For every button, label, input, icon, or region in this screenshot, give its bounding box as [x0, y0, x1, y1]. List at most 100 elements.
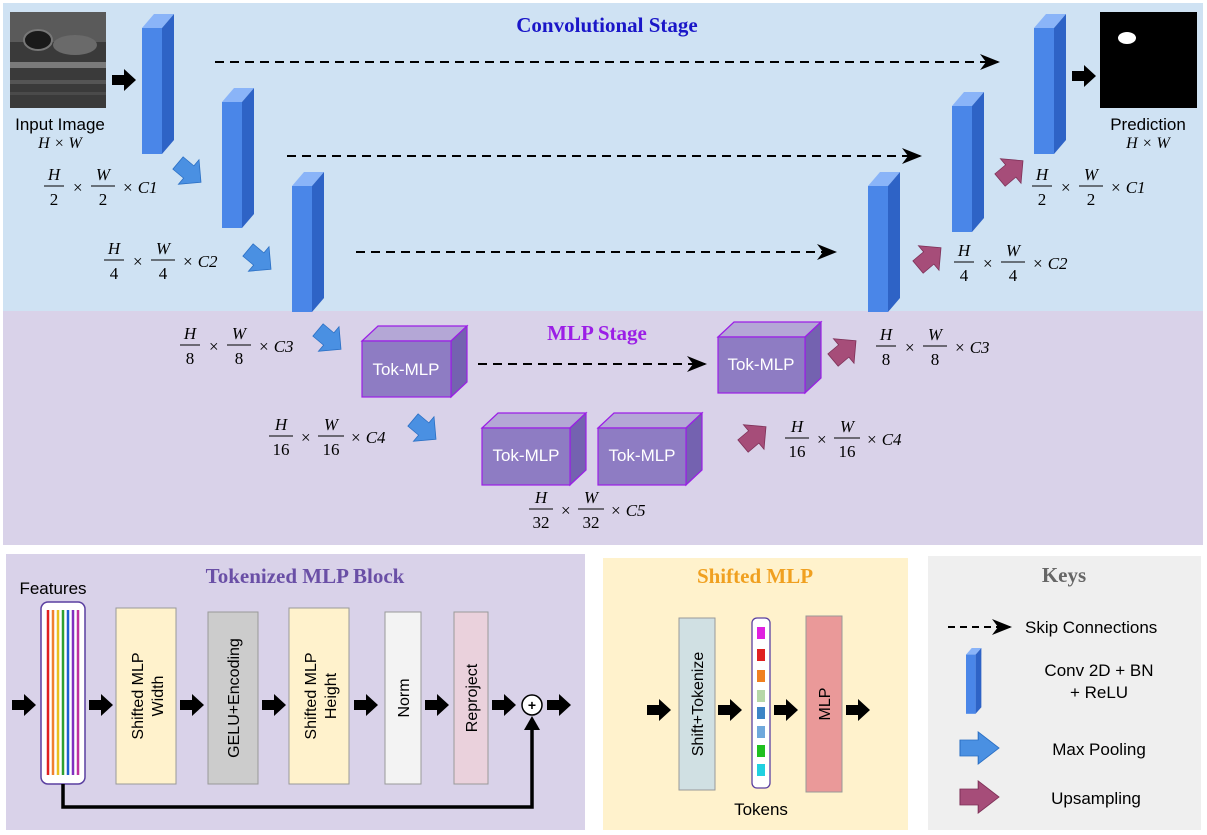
prediction-image	[1100, 12, 1197, 108]
svg-text:×: ×	[1061, 178, 1071, 197]
prediction-dims: H × W	[1125, 135, 1171, 152]
svg-text:8: 8	[235, 349, 244, 368]
input-image-label: Input Image	[15, 115, 105, 134]
svg-text:4: 4	[960, 266, 969, 285]
svg-text:×: ×	[133, 252, 143, 271]
input-image-dims: H × W	[37, 135, 83, 152]
svg-text:H: H	[790, 417, 805, 436]
residual-connection-line	[61, 727, 534, 809]
decoder-conv-block-3	[868, 172, 900, 312]
svg-text:W: W	[840, 417, 856, 436]
svg-text:×: ×	[73, 178, 83, 197]
svg-text:W: W	[584, 488, 600, 507]
svg-text:H: H	[879, 325, 894, 344]
svg-text:×: ×	[817, 430, 827, 449]
encoder-conv-block-1	[142, 14, 174, 154]
tokens-label: Tokens	[734, 800, 788, 819]
svg-text:×: ×	[905, 338, 915, 357]
features-label: Features	[19, 579, 86, 598]
key-conv-label-line1: Conv 2D + BN	[1044, 661, 1153, 680]
tok-mlp-label: Tok-MLP	[727, 355, 794, 374]
svg-text:H: H	[1035, 165, 1050, 184]
svg-text:4: 4	[1009, 266, 1018, 285]
svg-text:H: H	[534, 488, 549, 507]
svg-text:W: W	[96, 165, 112, 184]
mlp-label: MLP	[817, 688, 834, 721]
dims-c1-encoder: H 2 × W 2 × C1	[44, 165, 158, 209]
svg-text:× C1: × C1	[1110, 178, 1146, 197]
encoder-conv-block-3	[292, 172, 324, 312]
shift-tokenize-box	[678, 617, 716, 791]
decoder-conv-block-1	[1034, 14, 1066, 154]
tokenized-mlp-block-title: Tokenized MLP Block	[206, 564, 405, 588]
svg-text:× C2: × C2	[182, 252, 218, 271]
input-image	[10, 12, 106, 108]
keys-title: Keys	[1042, 563, 1086, 587]
svg-text:2: 2	[1038, 190, 1047, 209]
svg-text:×: ×	[209, 337, 219, 356]
key-upsampling-label: Upsampling	[1051, 789, 1141, 808]
norm-box	[384, 611, 422, 785]
tok-mlp-bottleneck-block-1: Tok-MLP	[480, 411, 588, 487]
dims-c4-decoder: H 16 × W 16 × C4	[785, 417, 902, 461]
svg-text:16: 16	[323, 440, 340, 459]
reproject-label: Reproject	[464, 663, 481, 732]
svg-text:W: W	[1084, 165, 1100, 184]
tok-mlp-label: Tok-MLP	[608, 446, 675, 465]
svg-text:× C5: × C5	[610, 501, 646, 520]
svg-text:×: ×	[561, 501, 571, 520]
key-skip-connections-label: Skip Connections	[1025, 618, 1157, 637]
svg-text:W: W	[928, 325, 944, 344]
svg-text:2: 2	[99, 190, 108, 209]
plus-sign: +	[528, 697, 536, 713]
shifted-mlp-height-box	[288, 607, 350, 785]
key-max-pooling-label: Max Pooling	[1052, 740, 1146, 759]
tok-mlp-label: Tok-MLP	[492, 446, 559, 465]
svg-text:8: 8	[931, 350, 940, 369]
residual-add-node	[521, 694, 543, 716]
svg-text:W: W	[232, 324, 248, 343]
shift-tokenize-label: Shift+Tokenize	[690, 652, 707, 757]
decoder-conv-block-2	[952, 92, 984, 232]
svg-text:W: W	[156, 239, 172, 258]
key-conv-label-line2: + ReLU	[1070, 683, 1128, 702]
gelu-encoding-label: GELU+Encoding	[226, 638, 243, 758]
tok-mlp-decoder-block: Tok-MLP	[716, 320, 823, 395]
svg-text:H: H	[957, 241, 972, 260]
svg-text:16: 16	[273, 440, 290, 459]
conv-block-key-icon	[966, 648, 982, 714]
svg-text:4: 4	[110, 264, 119, 283]
svg-text:32: 32	[583, 513, 600, 532]
svg-text:H: H	[47, 165, 62, 184]
svg-text:×: ×	[301, 428, 311, 447]
svg-text:×: ×	[983, 254, 993, 273]
tok-mlp-bottleneck-block-2: Tok-MLP	[596, 411, 704, 487]
svg-text:× C1: × C1	[122, 178, 158, 197]
tokens-stack	[751, 617, 771, 789]
svg-text:16: 16	[839, 442, 856, 461]
svg-text:2: 2	[1087, 190, 1096, 209]
svg-text:4: 4	[159, 264, 168, 283]
svg-text:W: W	[1006, 241, 1022, 260]
tok-mlp-encoder-block: Tok-MLP	[360, 324, 469, 399]
svg-text:H: H	[274, 415, 289, 434]
svg-text:8: 8	[882, 350, 891, 369]
shifted-mlp-width-box	[115, 607, 177, 785]
dims-c1-decoder: H 2 × W 2 × C1	[1032, 165, 1146, 209]
dims-c4-encoder: H 16 × W 16 × C4	[269, 415, 386, 459]
dims-c2-decoder: H 4 × W 4 × C2	[954, 241, 1068, 285]
svg-text:H: H	[183, 324, 198, 343]
encoder-conv-block-2	[222, 88, 254, 228]
dims-c2-encoder: H 4 × W 4 × C2	[104, 239, 218, 283]
svg-text:8: 8	[186, 349, 195, 368]
svg-text:W: W	[324, 415, 340, 434]
dims-c3-encoder: H 8 × W 8 × C3	[180, 324, 294, 368]
dims-c3-decoder: H 8 × W 8 × C3	[876, 325, 990, 369]
convolutional-stage-title: Convolutional Stage	[516, 13, 697, 37]
svg-text:× C2: × C2	[1032, 254, 1068, 273]
dims-c5-bottleneck: H 32 × W 32 × C5	[529, 488, 646, 532]
svg-text:32: 32	[533, 513, 550, 532]
svg-text:2: 2	[50, 190, 59, 209]
